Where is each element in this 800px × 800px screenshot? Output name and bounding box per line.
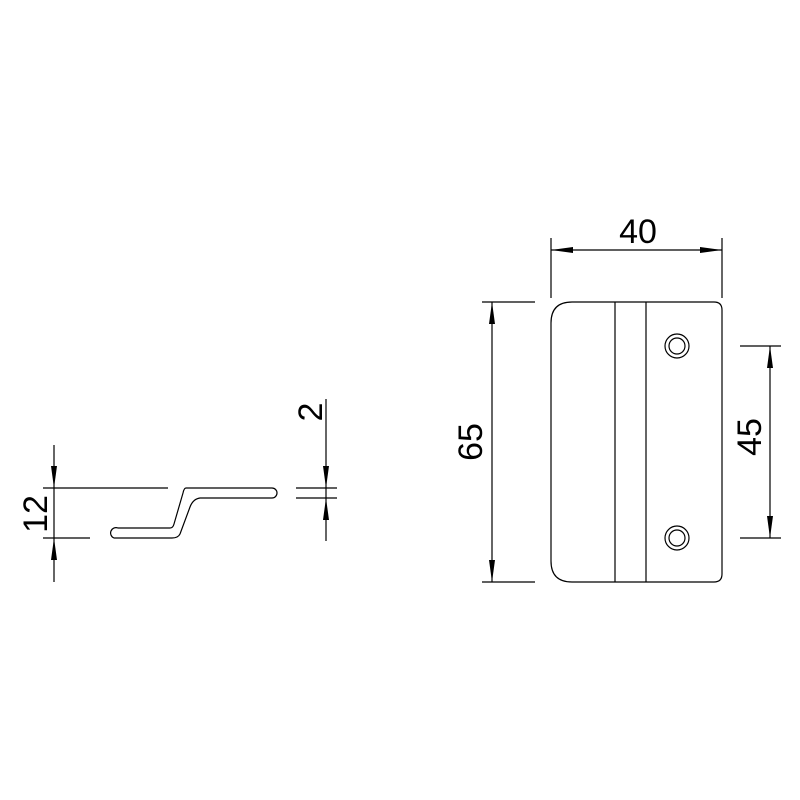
front-view-plate [550, 301, 723, 583]
mounting-hole-top [664, 333, 690, 359]
dimension-label-40: 40 [619, 213, 657, 251]
dimension-45: 45 [731, 345, 781, 539]
dimension-label-12: 12 [17, 495, 55, 533]
dimension-65: 65 [452, 301, 535, 583]
dimension-label-2: 2 [292, 403, 330, 422]
dimension-2: 2 [292, 399, 337, 541]
dimension-40: 40 [550, 213, 723, 298]
mounting-hole-bottom [664, 525, 690, 551]
dimension-label-45: 45 [731, 418, 769, 456]
side-view-profile [110, 487, 278, 539]
dimension-label-65: 65 [452, 423, 490, 461]
dimension-12: 12 [17, 445, 168, 582]
